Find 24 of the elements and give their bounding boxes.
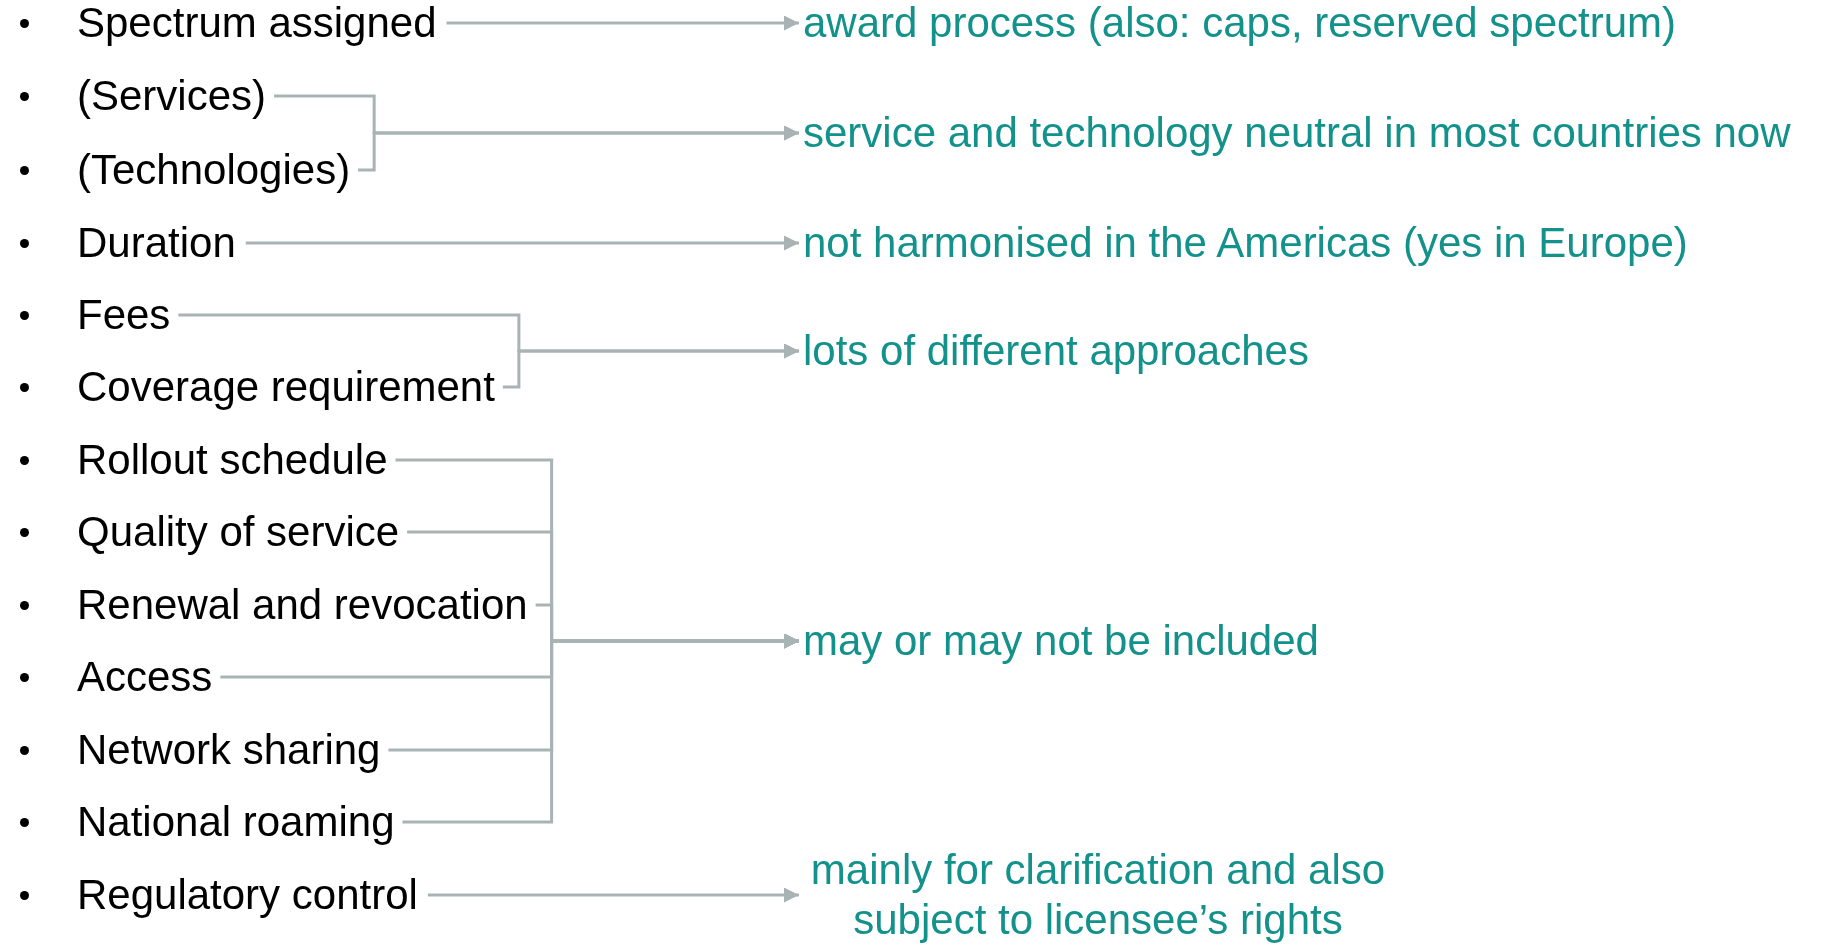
list-item-text: Duration: [77, 220, 236, 266]
list-item-text: Renewal and revocation: [77, 582, 528, 628]
list-item-text: Network sharing: [77, 727, 381, 773]
note-text: award process (also: caps, reserved spectrum): [803, 0, 1676, 46]
arrow: [427, 887, 799, 903]
note-text: may or may not be included: [803, 618, 1319, 664]
arrow: [446, 15, 799, 31]
list-item-text: Quality of service: [77, 509, 400, 555]
list-item-text: (Technologies): [77, 147, 351, 193]
note-text: not harmonised in the Americas (yes in Europe): [803, 220, 1688, 266]
note-text: service and technology neutral in most countries now: [803, 110, 1791, 156]
list-item-text: Regulatory control: [77, 872, 418, 918]
list-item-text: (Services): [77, 73, 267, 119]
bracket-arrow: [358, 125, 799, 172]
bracket-arrow: [502, 343, 799, 389]
note-text: lots of different approaches: [803, 328, 1309, 374]
list-item-text: National roaming: [77, 799, 395, 845]
list-item-text: Spectrum assigned: [77, 0, 437, 46]
list-item-text: Coverage requirement: [77, 364, 495, 410]
arrow: [245, 235, 799, 251]
list-item-text: Access: [77, 654, 213, 700]
list-item-text: Fees: [77, 292, 171, 338]
list-item-text: Rollout schedule: [77, 437, 388, 483]
note-text: mainly for clarification and also subject to licensee’s rights: [803, 845, 1393, 945]
